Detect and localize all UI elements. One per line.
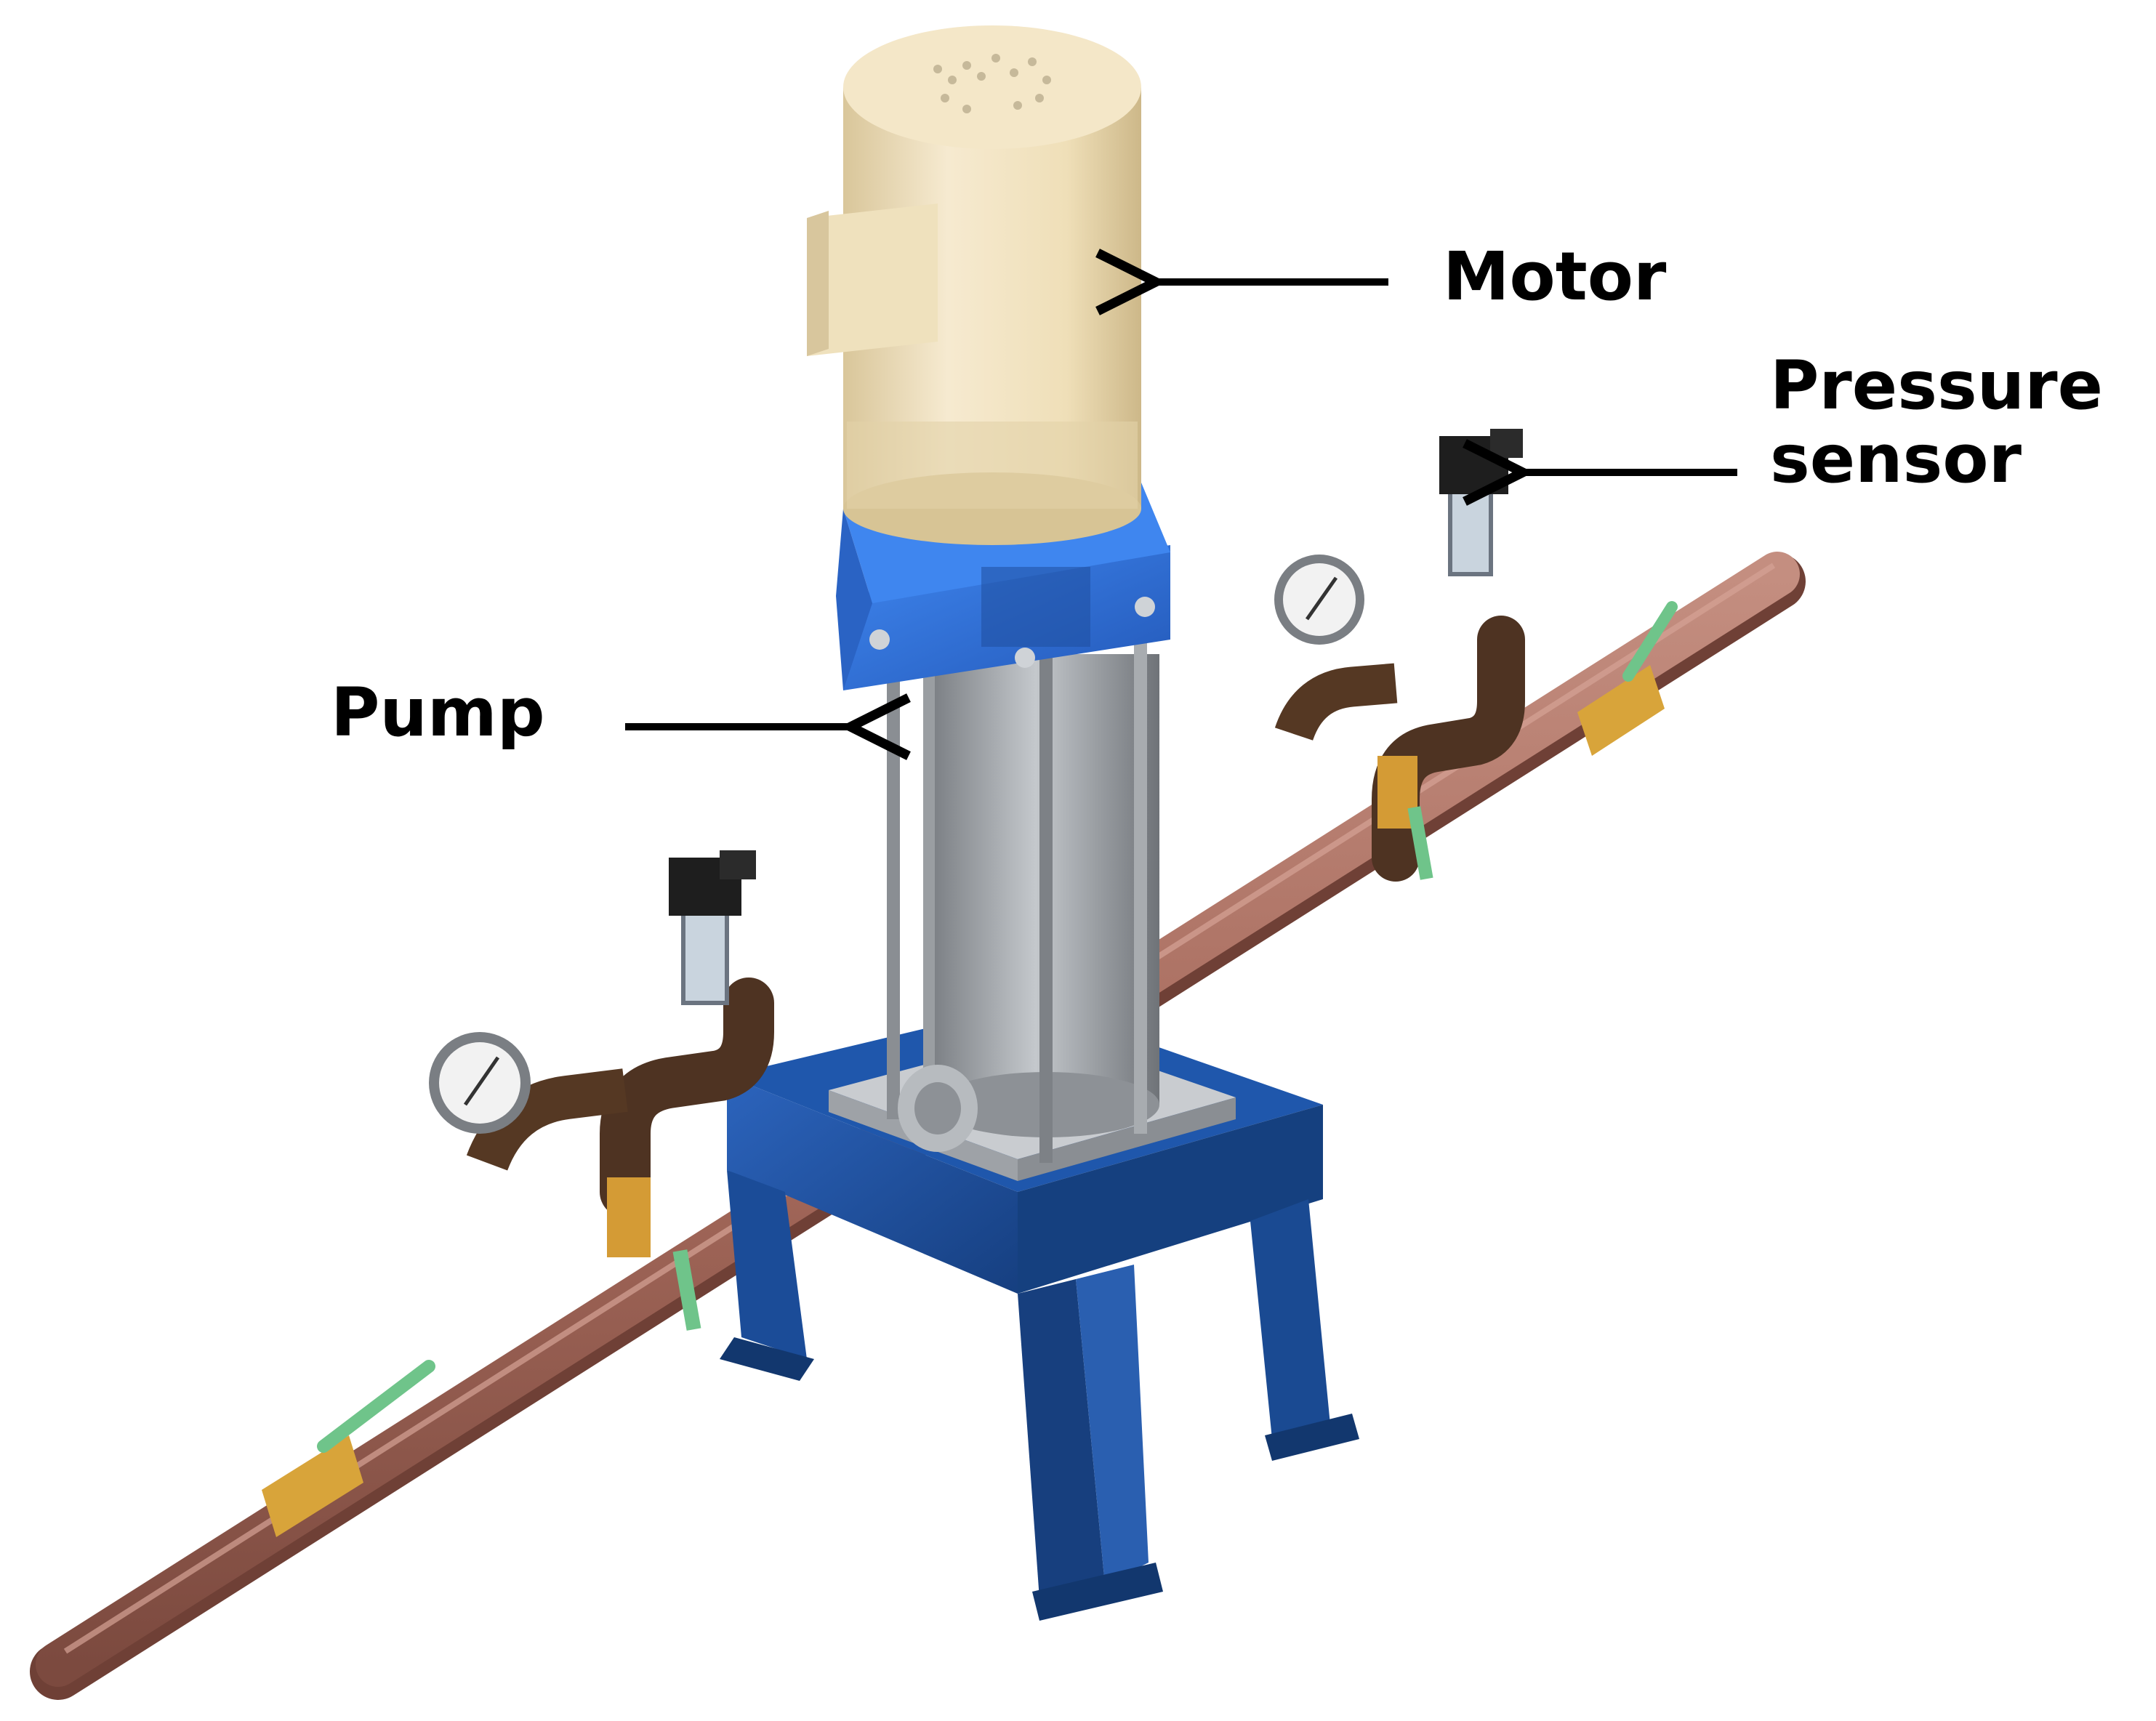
right-sensor-assembly [1274, 429, 1525, 882]
pump-label: Pump [331, 674, 545, 751]
upper-right-ball-valve [1577, 601, 1678, 756]
pump-column [887, 632, 1159, 1163]
pressure-sensor-label: Pressure sensor [1770, 349, 2103, 496]
left-sensor-assembly [429, 850, 774, 1331]
pressure-sensor-label-line1: Pressure [1770, 347, 2103, 424]
lower-left-ball-valve [262, 1360, 435, 1537]
motor [807, 25, 1141, 545]
motor-label: Motor [1443, 238, 1667, 315]
callout-arrows [625, 282, 1737, 727]
pressure-sensor-label-line2: sensor [1770, 420, 2022, 499]
